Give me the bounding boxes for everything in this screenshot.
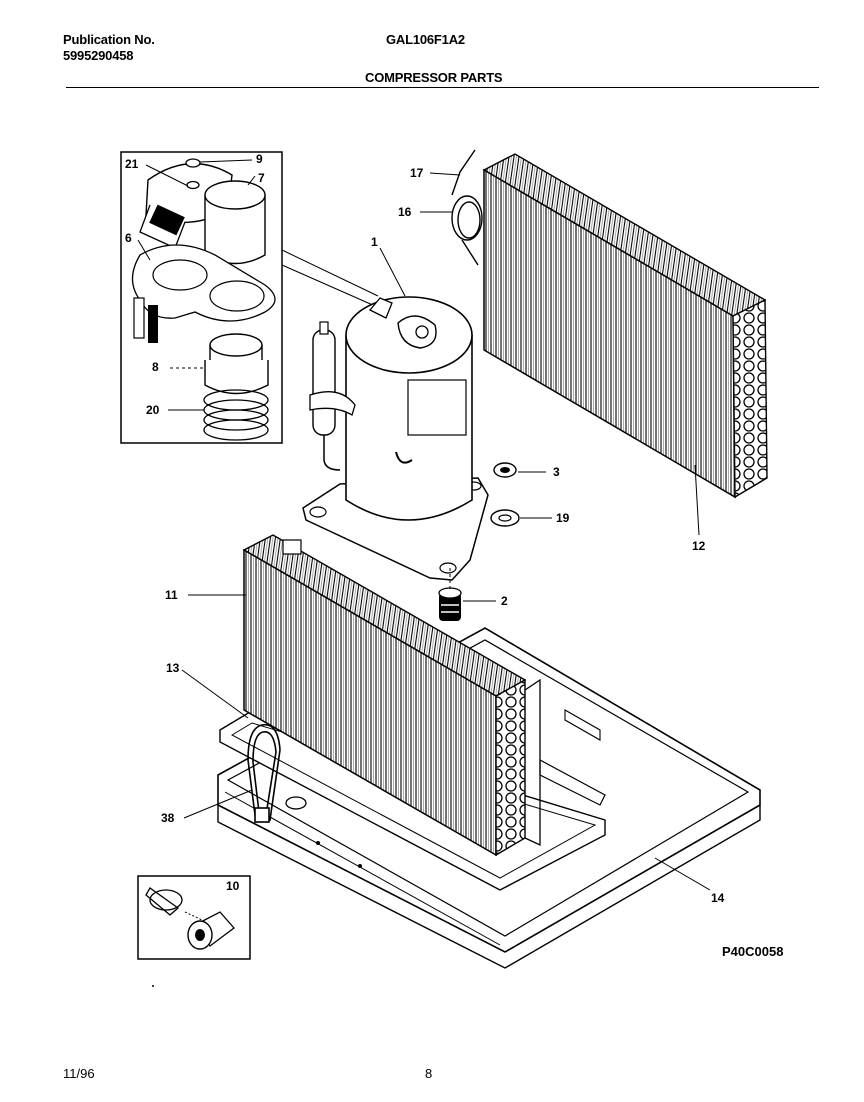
plug-icon — [187, 911, 235, 950]
clamp-icon — [145, 887, 203, 921]
model-number: GAL106F1A2 — [386, 32, 465, 47]
header-rule — [66, 87, 819, 88]
fitting-inset-box — [137, 875, 251, 960]
rubber-mount-icon — [438, 587, 462, 621]
callout-10: 10 — [226, 879, 240, 893]
compressor-icon — [302, 296, 489, 581]
stray-dot — [152, 985, 154, 987]
condenser-coil-icon — [482, 153, 768, 499]
publication-number: 5995290458 — [63, 48, 134, 63]
inset-leader-lines — [137, 159, 256, 411]
washer-icon — [490, 509, 520, 527]
callout-12: 12 — [692, 539, 706, 553]
callout-7: 7 — [258, 171, 265, 185]
callout-19: 19 — [556, 511, 570, 525]
capacitor-icon — [204, 180, 266, 265]
callout-3: 3 — [553, 465, 560, 479]
diagram-code: P40C0058 — [722, 944, 784, 959]
mounting-strap-icon — [247, 723, 281, 823]
callout-17: 17 — [410, 166, 424, 180]
capillary-tube-icon — [451, 149, 483, 266]
footer-date: 11/96 — [63, 1066, 95, 1081]
callout-1: 1 — [371, 235, 378, 249]
callout-2: 2 — [501, 594, 508, 608]
callout-16: 16 — [398, 205, 412, 219]
evaporator-coil-icon — [242, 534, 541, 857]
detail-inset-box — [120, 151, 379, 444]
leader-lines — [181, 172, 711, 891]
callout-8: 8 — [152, 360, 159, 374]
callout-20: 20 — [146, 403, 160, 417]
grommet-icon — [493, 462, 517, 478]
callout-11: 11 — [165, 588, 178, 602]
callout-13: 13 — [166, 661, 180, 675]
bracket-plate-icon — [131, 244, 276, 343]
callout-labels: 21 9 7 6 8 20 17 16 1 3 19 12 11 2 13 38… — [125, 152, 725, 905]
relay-icon — [170, 333, 269, 395]
callout-21: 21 — [125, 157, 139, 171]
callout-14: 14 — [711, 891, 725, 905]
callout-6: 6 — [125, 231, 132, 245]
callout-9: 9 — [256, 152, 263, 166]
callout-38: 38 — [161, 811, 175, 825]
section-title: COMPRESSOR PARTS — [365, 70, 503, 85]
footer-page-number: 8 — [425, 1066, 433, 1081]
spring-clip-icon — [203, 389, 269, 441]
publication-label: Publication No. — [63, 32, 155, 47]
